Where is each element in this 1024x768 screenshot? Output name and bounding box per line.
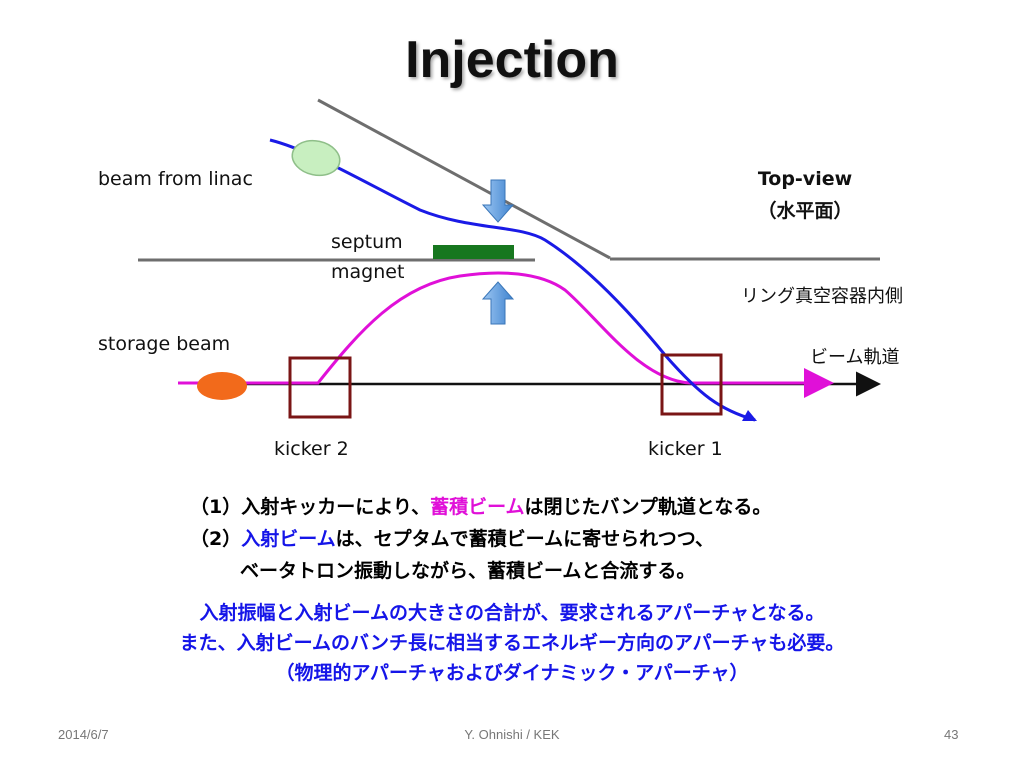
explanation-line-1: （1）入射キッカーにより、蓄積ビームは閉じたバンプ軌道となる。 — [190, 492, 771, 519]
kicker-1-box — [660, 353, 723, 416]
aperture-note-line-2: また、入射ビームのバンチ長に相当するエネルギー方向のアパーチャも必要。 — [179, 632, 845, 654]
septum-arrow-up — [481, 281, 515, 325]
label-ring-chamber-inside: リング真空容器内側 — [741, 286, 903, 307]
slide-title: Injection — [405, 31, 619, 89]
linac-bunch — [291, 139, 341, 177]
footer-author: Y. Ohnishi / KEK — [464, 727, 560, 742]
label-kicker-2: kicker 2 — [274, 438, 349, 460]
label-horizontal-plane: （水平面） — [757, 200, 853, 222]
label-storage-beam: storage beam — [98, 333, 231, 355]
kicker-2-box — [288, 356, 352, 419]
explanation-line-2-prefix: （2） — [190, 528, 242, 550]
explanation-line-3: ベータトロン振動しながら、蓄積ビームと合流する。 — [240, 560, 696, 582]
injected-beam-highlight: 入射ビーム — [241, 528, 336, 550]
injected-beam-arrowhead — [742, 410, 757, 421]
injected-beam-path — [269, 138, 756, 422]
chamber-wall-slant — [317, 98, 611, 260]
label-kicker-1: kicker 1 — [648, 438, 723, 460]
storage-bunch — [197, 372, 247, 400]
label-top-view: Top-view — [757, 168, 853, 190]
stored-beam-highlight: 蓄積ビーム — [430, 496, 525, 518]
label-septum: septum — [331, 231, 403, 253]
septum-magnet — [433, 245, 514, 259]
explanation-line-1-prefix: （1）入射キッカーにより、 — [190, 496, 431, 518]
label-beam-orbit: ビーム軌道 — [810, 347, 900, 368]
footer-date: 2014/6/7 — [58, 727, 109, 742]
explanation-line-2-suffix: は、セプタムで蓄積ビームに寄せられつつ、 — [335, 528, 714, 550]
aperture-note-line-1: 入射振幅と入射ビームの大きさの合計が、要求されるアパーチャとなる。 — [199, 602, 825, 624]
footer-page-number: 43 — [944, 727, 959, 742]
septum-arrow-down — [481, 179, 515, 223]
explanation-line-2: （2）入射ビームは、セプタムで蓄積ビームに寄せられつつ、 — [190, 524, 714, 551]
explanation-line-1-suffix: は閉じたバンプ軌道となる。 — [524, 496, 772, 518]
aperture-note-line-3: （物理的アパーチャおよびダイナミック・アパーチャ） — [275, 662, 749, 684]
label-beam-from-linac: beam from linac — [98, 168, 253, 190]
label-magnet: magnet — [331, 261, 405, 283]
stored-beam-path — [178, 271, 834, 398]
